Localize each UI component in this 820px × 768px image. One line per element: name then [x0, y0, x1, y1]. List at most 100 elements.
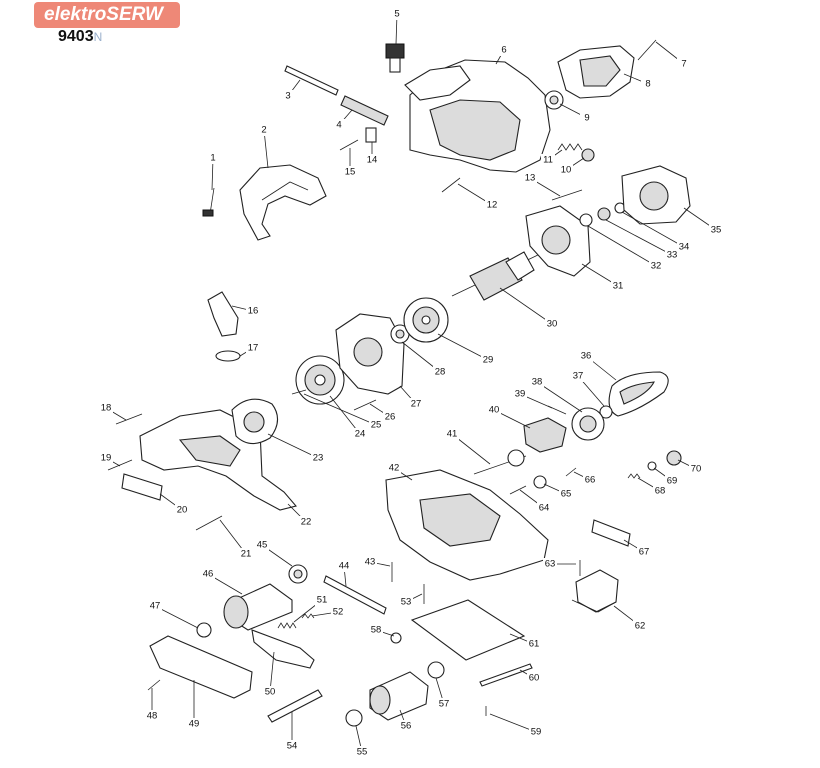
part-51-spring-icon — [277, 622, 297, 629]
part-17-ring-icon — [215, 350, 241, 362]
callout-7: 7 — [681, 59, 686, 70]
part-11-spring-icon — [557, 143, 583, 151]
part-33-washer-icon — [597, 207, 611, 221]
part-32-washer-icon — [579, 213, 593, 227]
callout-bg-27 — [409, 398, 423, 410]
callout-bg-48 — [145, 710, 159, 722]
part-6-motor-housing-icon — [404, 59, 551, 173]
callout-bg-38 — [530, 376, 544, 388]
callout-bg-32 — [649, 260, 663, 272]
callout-bg-40 — [487, 404, 501, 416]
callout-57: 57 — [439, 699, 450, 710]
callout-bg-47 — [148, 600, 162, 612]
callout-bg-52 — [331, 606, 345, 618]
callout-bg-26 — [383, 411, 397, 423]
callout-49: 49 — [189, 719, 200, 730]
callout-45: 45 — [257, 540, 268, 551]
callout-15: 15 — [345, 167, 356, 178]
part-29-fan-icon — [403, 297, 449, 343]
part-44-lever-icon — [323, 575, 387, 615]
leader-line-34 — [621, 211, 685, 248]
callout-61: 61 — [529, 639, 540, 650]
part-47-bearing-icon — [196, 622, 212, 638]
callout-32: 32 — [651, 261, 662, 272]
callout-21: 21 — [241, 549, 252, 560]
callout-bg-55 — [355, 746, 369, 758]
callout-39: 39 — [515, 389, 526, 400]
part-21-screw-icon — [195, 515, 223, 531]
callout-23: 23 — [313, 453, 324, 464]
callout-bg-53 — [399, 596, 413, 608]
callout-36: 36 — [581, 351, 592, 362]
part-57-bearing-icon — [427, 661, 445, 679]
callout-bg-33 — [665, 249, 679, 261]
part-20-label-icon — [121, 473, 163, 501]
callout-bg-7 — [677, 58, 691, 70]
callout-bg-69 — [665, 475, 679, 487]
callout-44: 44 — [339, 561, 350, 572]
callout-62: 62 — [635, 621, 646, 632]
callout-30: 30 — [547, 319, 558, 330]
part-65-bearing-icon — [533, 475, 547, 489]
callout-bg-3 — [281, 90, 295, 102]
callout-47: 47 — [150, 601, 161, 612]
callout-18: 18 — [101, 403, 112, 414]
callout-48: 48 — [147, 711, 158, 722]
part-9-bearing-icon — [544, 90, 564, 110]
brand-logo: elektroSERW — [34, 2, 180, 28]
callout-1: 1 — [210, 153, 215, 164]
part-48-screw-icon — [147, 679, 161, 691]
callout-bg-24 — [353, 428, 367, 440]
callout-35: 35 — [711, 225, 722, 236]
part-7-screw-icon — [637, 39, 657, 61]
callout-52: 52 — [333, 607, 344, 618]
callout-bg-11 — [541, 154, 555, 166]
callout-bg-2 — [257, 124, 271, 136]
callout-14: 14 — [367, 155, 378, 166]
part-3-rod-icon — [284, 65, 339, 96]
callout-bg-17 — [246, 342, 260, 354]
part-12-screw-icon — [441, 177, 461, 193]
callout-25: 25 — [371, 420, 382, 431]
callout-bg-46 — [201, 568, 215, 580]
part-64-screw-icon — [509, 485, 527, 495]
callout-bg-68 — [653, 485, 667, 497]
part-61-base-plate-icon — [410, 599, 526, 661]
part-8-rear-cover-icon — [557, 45, 635, 99]
callout-bg-31 — [611, 280, 625, 292]
callout-4: 4 — [336, 120, 341, 131]
part-5-switch-icon — [385, 43, 405, 73]
callout-17: 17 — [248, 343, 259, 354]
callout-55: 55 — [357, 747, 368, 758]
part-18-screw-icon — [115, 413, 143, 425]
callout-19: 19 — [101, 453, 112, 464]
part-52-spring-icon — [301, 613, 315, 619]
callout-bg-61 — [527, 638, 541, 650]
callout-bg-8 — [641, 78, 655, 90]
part-54-shaft-icon — [267, 689, 323, 723]
part-19-screw-icon — [107, 459, 133, 471]
part-46-drive-roller-icon — [223, 583, 293, 631]
callout-bg-51 — [315, 594, 329, 606]
callout-66: 66 — [585, 475, 596, 486]
callout-bg-14 — [365, 154, 379, 166]
callout-38: 38 — [532, 377, 543, 388]
callout-bg-36 — [579, 350, 593, 362]
callout-31: 31 — [613, 281, 624, 292]
callout-26: 26 — [385, 412, 396, 423]
leader-line-25 — [303, 393, 377, 426]
callout-bg-20 — [175, 504, 189, 516]
callout-9: 9 — [584, 113, 589, 124]
leader-line-30 — [499, 287, 553, 325]
callout-41: 41 — [447, 429, 458, 440]
callout-bg-25 — [369, 419, 383, 431]
part-70-knob-icon — [666, 450, 682, 466]
callout-bg-21 — [239, 548, 253, 560]
callout-43: 43 — [365, 557, 376, 568]
callout-13: 13 — [525, 173, 536, 184]
callout-bg-28 — [433, 366, 447, 378]
part-13-screw-icon — [551, 189, 583, 201]
part-41-shaft-icon — [473, 449, 527, 475]
callout-bg-12 — [485, 199, 499, 211]
